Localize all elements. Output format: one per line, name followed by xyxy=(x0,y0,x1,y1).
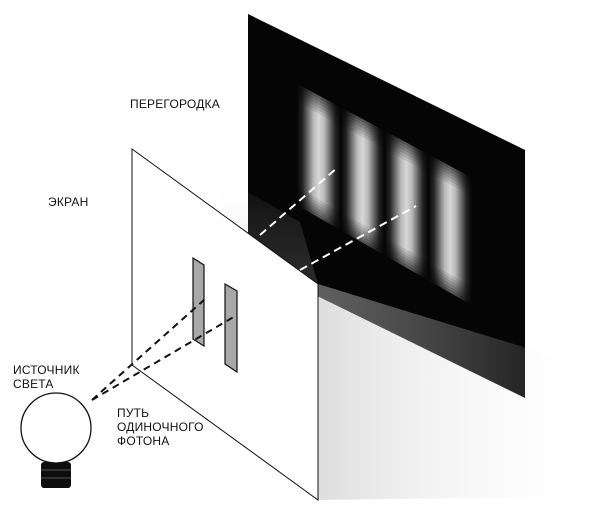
photon-path-label-line1: ПУТЬ xyxy=(117,406,150,420)
fringe-top-fade xyxy=(297,90,472,187)
floor-shadow xyxy=(318,284,605,500)
slit-left xyxy=(192,256,205,348)
screen-label: ЭКРАН xyxy=(48,195,89,209)
fringe-bottom-fade xyxy=(297,196,472,299)
ray-source-1 xyxy=(91,299,205,401)
light-bulb-icon xyxy=(20,392,92,488)
slit-right xyxy=(224,282,238,374)
photon-path-label-line3: ФОТОНА xyxy=(117,434,170,448)
partition-label: ПЕРЕГОРОДКА xyxy=(130,97,220,111)
fringe-bottom-fade xyxy=(297,202,472,305)
fringe-bottom-fade xyxy=(297,190,472,293)
ray-source-2 xyxy=(91,314,238,401)
photon-path-label-line2: ОДИНОЧНОГО xyxy=(117,420,204,434)
interference-pattern xyxy=(297,84,472,305)
light-source-label-line2: СВЕТА xyxy=(13,377,54,391)
ray-back-2 xyxy=(299,205,417,271)
fringe-top-fade xyxy=(297,84,472,181)
wall-shadow xyxy=(210,170,318,284)
ray-back-1 xyxy=(259,167,338,236)
light-source-label: ИСТОЧНИК СВЕТА xyxy=(13,363,80,391)
fringe-top-fade xyxy=(297,87,472,184)
fringe-bottom-fade xyxy=(297,199,472,302)
fringe-top-fade xyxy=(297,96,472,193)
light-source-label-line1: ИСТОЧНИК xyxy=(13,363,80,377)
photon-path-label: ПУТЬ ОДИНОЧНОГО ФОТОНА xyxy=(117,406,204,448)
fringe-top-fade xyxy=(297,93,472,190)
fringe-bottom-fade xyxy=(297,193,472,296)
fringe-top-fade xyxy=(297,99,472,196)
fringe-bottom-fade xyxy=(297,187,472,290)
